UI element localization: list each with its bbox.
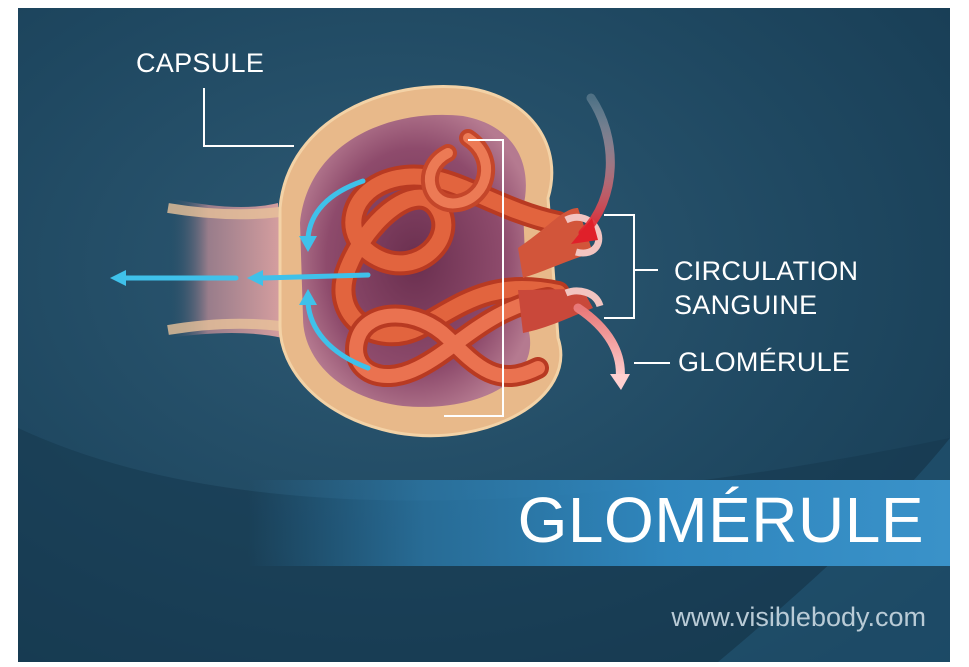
circulation-label-line1: CIRCULATION xyxy=(674,258,858,285)
blood-inflow-arrow xyxy=(583,98,610,233)
capsule-label: CAPSULE xyxy=(136,50,264,77)
title-banner: GLOMÉRULE xyxy=(248,480,950,566)
illustration-frame: CAPSULE CIRCULATION SANGUINE GLOMÉRULE G… xyxy=(18,8,950,662)
circulation-label-line2: SANGUINE xyxy=(674,292,817,319)
website-credit: www.visiblebody.com xyxy=(671,604,926,631)
proximal-tubule xyxy=(168,198,283,338)
glomerule-label: GLOMÉRULE xyxy=(678,349,850,376)
banner-title: GLOMÉRULE xyxy=(518,488,924,552)
